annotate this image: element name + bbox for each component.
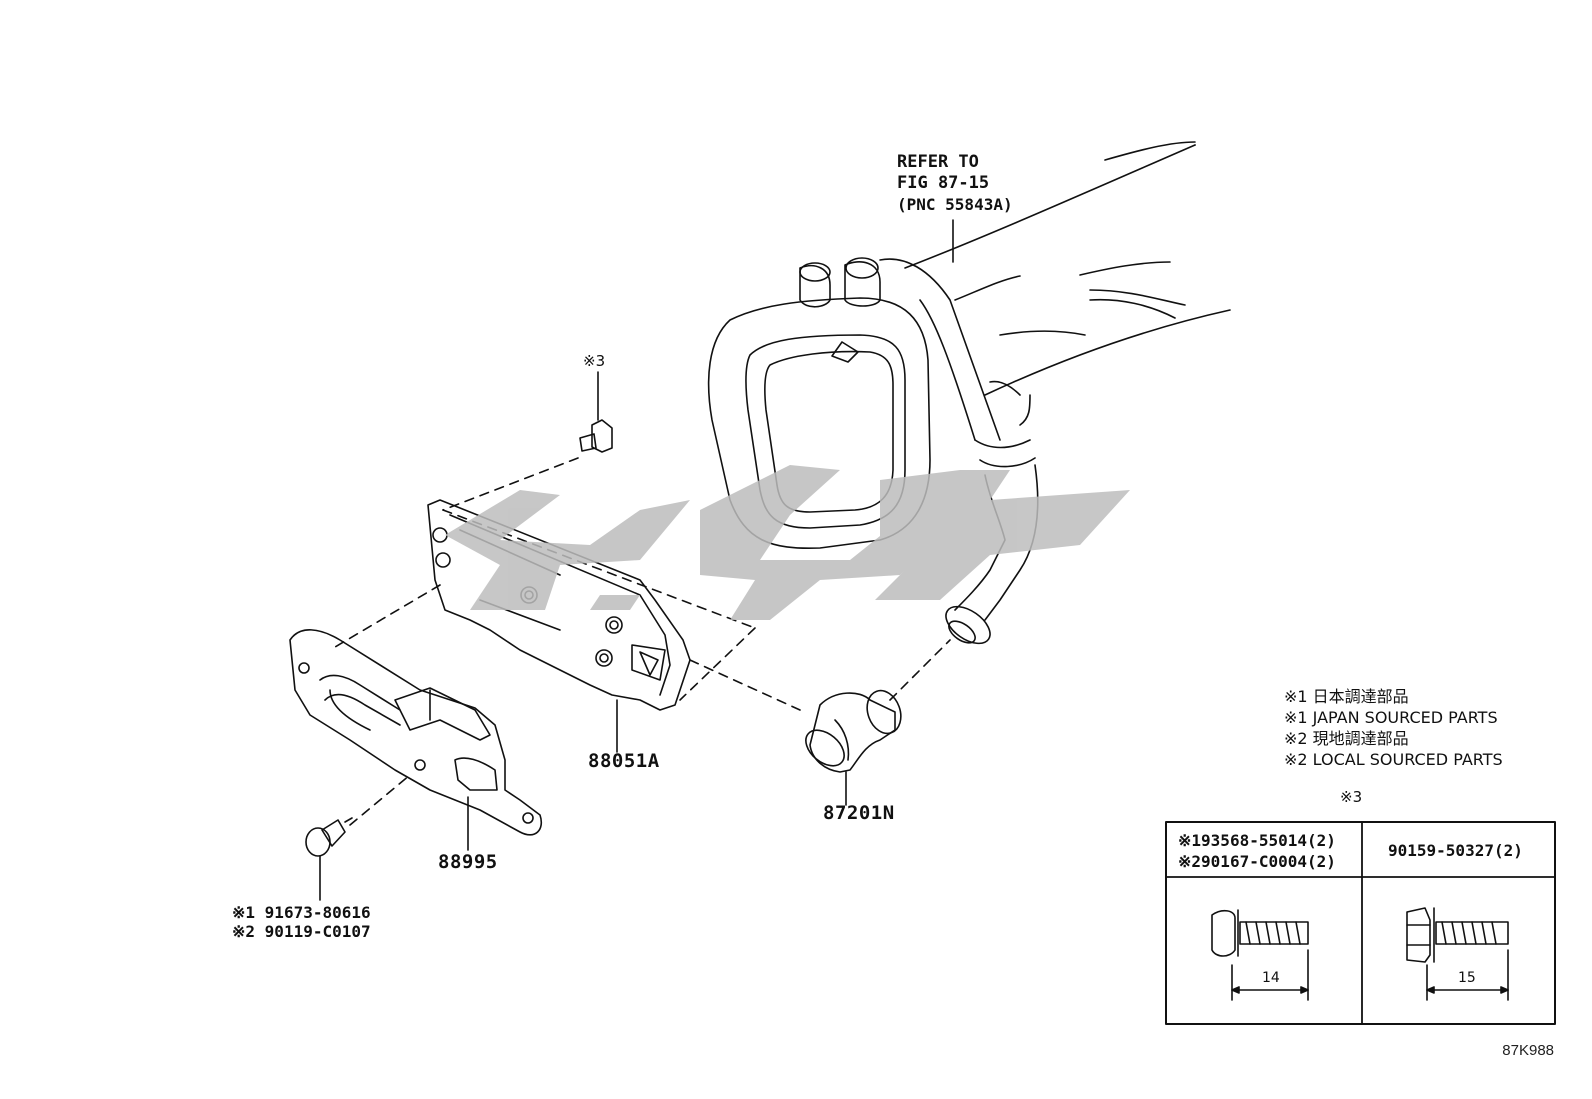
sourcing-legend: ※1 日本調達部品 ※1 JAPAN SOURCED PARTS ※2 現地調達…: [1284, 686, 1503, 770]
bolt-bottom-line-2: ※2 90119-C0107: [232, 922, 371, 941]
cover-88995: [289, 629, 542, 851]
dimension-15: 15: [1458, 970, 1476, 986]
fastener-table: [1165, 821, 1556, 1025]
fastener-col2-header: 90159-50327(2): [1388, 841, 1523, 860]
elbow-87201N: [805, 689, 902, 806]
part-number-88995: 88995: [438, 851, 498, 873]
legend-line-4: ※2 LOCAL SOURCED PARTS: [1284, 750, 1503, 769]
fastener-col1-line-2: ※290167-C0004(2): [1178, 852, 1336, 871]
part-number-87201N: 87201N: [823, 802, 895, 824]
refer-line-2: FIG 87-15: [897, 173, 990, 193]
part-number-88051A: 88051A: [588, 750, 660, 772]
fastener-table-title: ※3: [1340, 788, 1363, 806]
bolt-top-callout: ※3: [583, 352, 606, 370]
bolt-bottom-line-1: ※1 91673-80616: [232, 903, 371, 922]
fastener-col1-header: ※193568-55014(2) ※290167-C0004(2): [1178, 830, 1336, 872]
bolt-top: [579, 371, 613, 453]
legend-line-3: ※2 現地調達部品: [1284, 729, 1409, 748]
bolt-bottom: [305, 817, 353, 901]
refer-line-1: REFER TO: [897, 152, 979, 172]
watermark-logo: [445, 465, 1130, 620]
diagram-code: 87K988: [1502, 1042, 1554, 1059]
refer-line-3: (PNC 55843A): [897, 195, 1013, 214]
dimension-14: 14: [1262, 970, 1280, 986]
legend-line-1: ※1 日本調達部品: [1284, 687, 1409, 706]
bolt-bottom-part-numbers: ※1 91673-80616 ※2 90119-C0107: [232, 903, 371, 941]
refer-to-label: REFER TO FIG 87-15 (PNC 55843A): [897, 152, 1013, 215]
fastener-col1-line-1: ※193568-55014(2): [1178, 831, 1336, 850]
legend-line-2: ※1 JAPAN SOURCED PARTS: [1284, 708, 1498, 727]
